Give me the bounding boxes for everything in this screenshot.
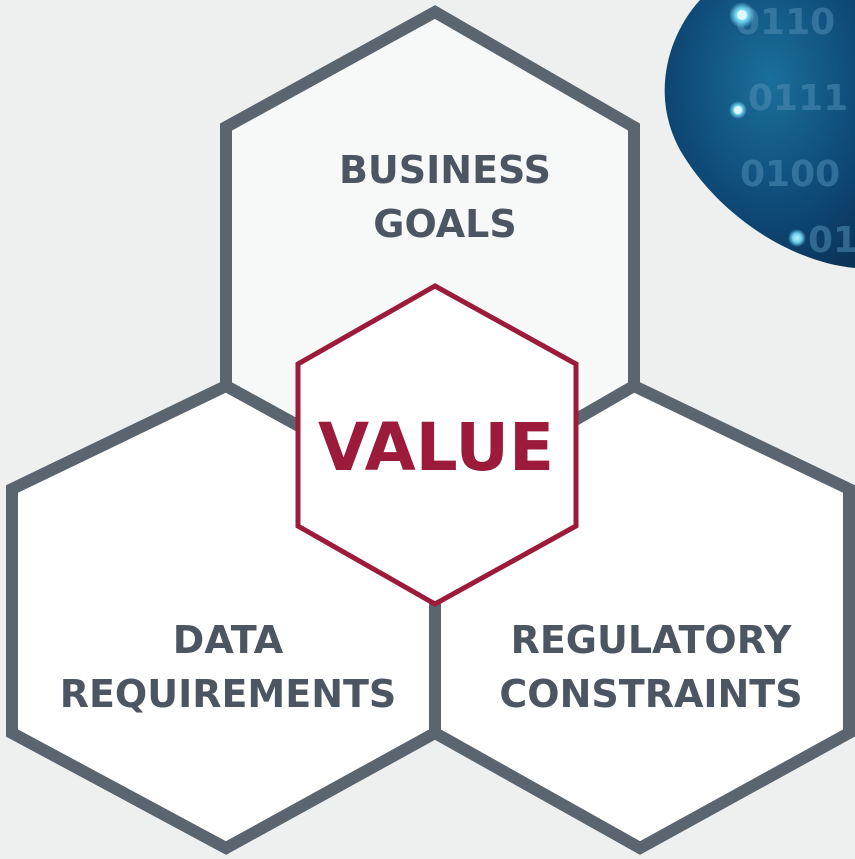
binary-text: 01 <box>808 220 855 261</box>
glow-dot-core <box>734 106 742 114</box>
tech-blob-decoration: 0110 0111 0100 01 <box>664 0 855 268</box>
data-requirements-label-line2: REQUIREMENTS <box>60 672 397 716</box>
business-goals-label-line1: BUSINESS <box>339 148 551 192</box>
regulatory-constraints-label-line2: CONSTRAINTS <box>499 672 802 716</box>
value-label: VALUE <box>318 409 554 486</box>
data-requirements-label-line1: DATA <box>173 618 284 662</box>
glow-dot-core <box>737 10 747 20</box>
business-goals-label-line2: GOALS <box>373 202 516 246</box>
binary-text: 0100 <box>740 154 840 195</box>
regulatory-constraints-label-line1: REGULATORY <box>511 618 792 662</box>
binary-text: 0111 <box>748 78 848 119</box>
glow-dot <box>788 229 806 247</box>
hexagon-value <box>295 283 579 607</box>
